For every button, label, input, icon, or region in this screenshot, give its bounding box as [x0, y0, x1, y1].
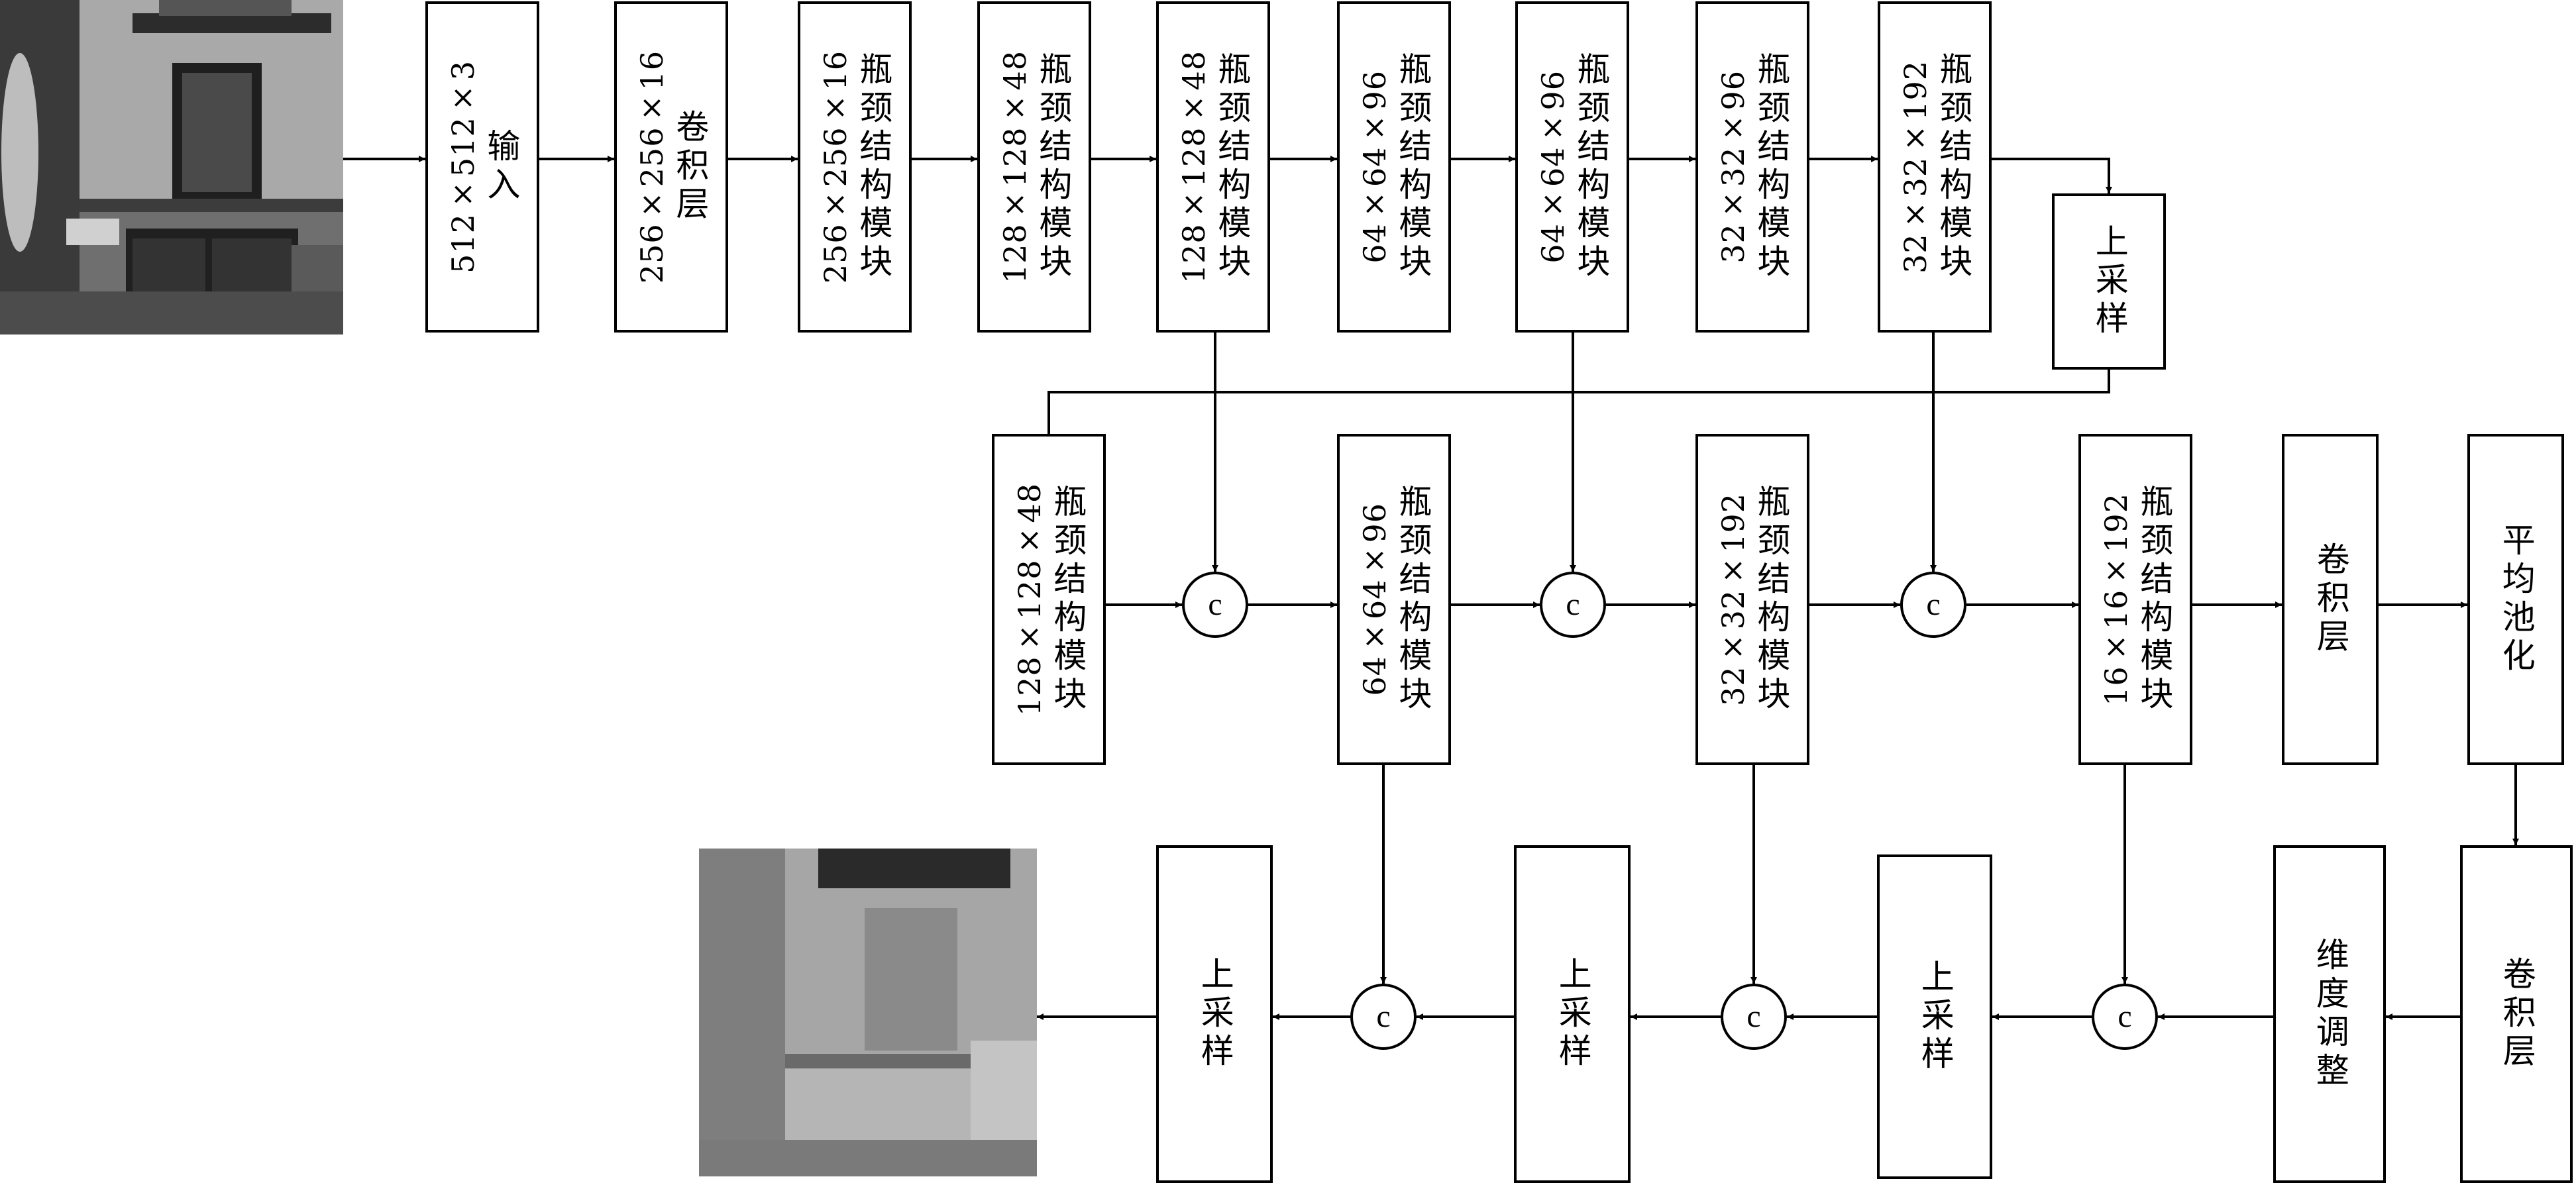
- reshape-node: 维度调整: [2273, 845, 2386, 1183]
- bottleneck-block: 64×64×96 瓶颈结构模块: [1337, 1, 1451, 333]
- connector-line: [1047, 370, 2110, 434]
- conv-layer-middle: 卷积层: [2282, 434, 2379, 765]
- block-size: 32×32×192: [1715, 493, 1751, 706]
- input-size: 512×512×3: [445, 60, 481, 274]
- block-size: 64×64×96: [1356, 70, 1393, 264]
- block-label: 瓶颈结构模块: [1934, 52, 1973, 282]
- bottleneck-block: 256×256×16 瓶颈结构模块: [798, 1, 912, 333]
- block-size: 64×64×96: [1356, 503, 1393, 696]
- bottleneck-block: 64×64×96 瓶颈结构模块: [1337, 434, 1451, 765]
- block-size: 64×64×96: [1534, 70, 1571, 264]
- input-room-photo: [0, 0, 343, 335]
- block-label: 瓶颈结构模块: [2135, 484, 2174, 715]
- upsample-bottom: 上采样: [1877, 854, 1992, 1179]
- block-size: 128×128×48: [996, 50, 1033, 284]
- bottleneck-block: 32×32×192 瓶颈结构模块: [1878, 1, 1992, 333]
- conv-layer-size: 256×256×16: [633, 50, 670, 284]
- upsample-bottom: 上采样: [1514, 845, 1631, 1183]
- upsample-label: 上采样: [1195, 956, 1234, 1072]
- average-pooling: 平均池化: [2467, 434, 2564, 765]
- block-label: 瓶颈结构模块: [1393, 484, 1432, 715]
- bottleneck-block: 128×128×48 瓶颈结构模块: [977, 1, 1091, 333]
- room-photo-icon: [0, 0, 343, 335]
- bottleneck-block: 32×32×96 瓶颈结构模块: [1695, 1, 1809, 333]
- bottleneck-block: 128×128×48 瓶颈结构模块: [992, 434, 1106, 765]
- connector-arrow: [1992, 158, 2112, 193]
- upsample-bottom: 上采样: [1156, 845, 1273, 1183]
- block-label: 瓶颈结构模块: [854, 52, 893, 282]
- block-label: 瓶颈结构模块: [1752, 484, 1791, 715]
- block-label: 瓶颈结构模块: [1572, 52, 1611, 282]
- upsample-label: 上采样: [1915, 959, 1955, 1074]
- upsample-label: 上采样: [1553, 956, 1592, 1072]
- concat-node: c: [2092, 984, 2158, 1050]
- bottleneck-block: 64×64×96 瓶颈结构模块: [1515, 1, 1629, 333]
- concat-node: c: [1540, 572, 1606, 638]
- conv-layer-label: 卷积层: [2311, 542, 2350, 657]
- block-label: 瓶颈结构模块: [1048, 484, 1087, 715]
- block-size: 256×256×16: [817, 50, 853, 284]
- input-node: 512×512×3 输入: [425, 1, 539, 333]
- concat-node: c: [1350, 984, 1417, 1050]
- conv-layer-top: 256×256×16 卷积层: [614, 1, 728, 333]
- block-size: 128×128×48: [1175, 50, 1212, 284]
- concat-node: c: [1182, 572, 1248, 638]
- block-label: 瓶颈结构模块: [1212, 52, 1252, 282]
- upsample-top: 上采样: [2052, 193, 2166, 370]
- block-label: 瓶颈结构模块: [1034, 52, 1073, 282]
- reshape-label: 维度调整: [2310, 937, 2349, 1091]
- bottleneck-block: 128×128×48 瓶颈结构模块: [1156, 1, 1270, 333]
- conv-layer-label: 卷积层: [2497, 956, 2536, 1072]
- conv-layer-bottom: 卷积层: [2460, 845, 2573, 1183]
- conv-layer-label: 卷积层: [671, 109, 710, 225]
- block-label: 瓶颈结构模块: [1752, 52, 1791, 282]
- block-size: 32×32×192: [1897, 60, 1933, 274]
- concat-node: c: [1721, 984, 1787, 1050]
- block-size: 16×16×192: [2098, 493, 2134, 706]
- concat-node: c: [1900, 572, 1966, 638]
- bottleneck-block: 16×16×192 瓶颈结构模块: [2078, 434, 2192, 765]
- upsample-label: 上采样: [2090, 224, 2129, 339]
- input-label: 输入: [482, 129, 521, 205]
- block-label: 瓶颈结构模块: [1393, 52, 1432, 282]
- block-size: 32×32×96: [1715, 70, 1751, 264]
- block-size: 128×128×48: [1011, 482, 1047, 717]
- segmentation-map-icon: [699, 849, 1037, 1176]
- output-segmentation-map: [699, 849, 1037, 1176]
- pooling-label: 平均池化: [2496, 523, 2536, 676]
- bottleneck-block: 32×32×192 瓶颈结构模块: [1695, 434, 1809, 765]
